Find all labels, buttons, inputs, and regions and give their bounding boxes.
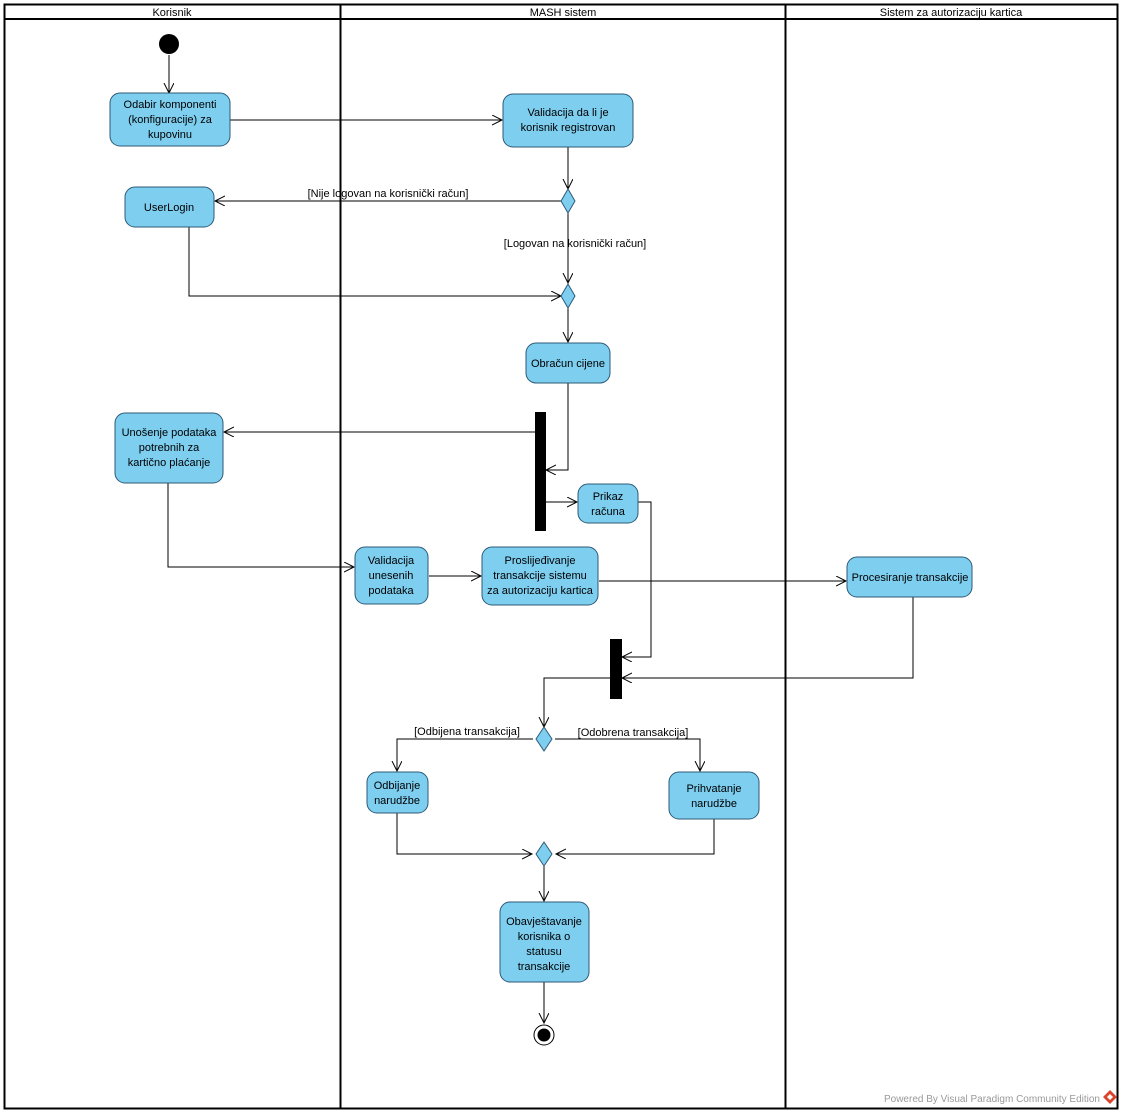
guard-odobrena: [Odobrena transakcija] [578, 727, 689, 739]
odabir-label-1: Odabir komponenti [124, 99, 217, 111]
obavjestavanje-label-3: statusu [526, 946, 561, 958]
unosenje-label-2: potrebnih za [139, 442, 200, 454]
odbijanje-label-1: Odbijanje [374, 780, 420, 792]
obavjestavanje-label-2: korisnika o [518, 931, 571, 943]
merge-narudzbe [535, 841, 553, 867]
flow-join-to-decision [544, 677, 610, 727]
procesiranje-label: Procesiranje transakcije [852, 572, 969, 584]
prihvatanje-label-2: narudžbe [691, 798, 737, 810]
flow-odbijanje-to-merge [396, 813, 532, 854]
flow-prikaz-to-join [622, 501, 652, 657]
decision-logovan [560, 188, 576, 214]
obavjestavanje-label-4: transakcije [518, 961, 571, 973]
action-unosenje-podataka [114, 412, 224, 484]
validacija-reg-label-2: korisnik registrovan [521, 122, 616, 134]
powered-by-text: Powered By Visual Paradigm Community Edi… [884, 1094, 1100, 1105]
merge-login [560, 283, 576, 309]
swimlanes: Korisnik MASH sistem Sistem za autorizac… [3, 3, 1119, 1110]
initial-node [159, 34, 179, 54]
validacija-reg-label-1: Validacija da li je [527, 107, 608, 119]
unosenje-label-3: kartično plaćanje [128, 457, 211, 469]
validacija-unos-label-2: unesenih [369, 570, 414, 582]
validacija-unos-label-1: Validacija [368, 555, 415, 567]
flow-decision-to-prihvatanje [555, 738, 700, 771]
lane-korisnik-label: Korisnik [152, 7, 192, 19]
fork-bar [535, 412, 546, 531]
obracun-label: Obračun cijene [531, 358, 605, 370]
join-bar [610, 639, 622, 699]
action-validacija-unesenih [354, 546, 429, 605]
action-odbijanje-narudzbe [366, 771, 429, 814]
action-odabir-komponenti [109, 92, 231, 147]
action-proslijedjivanje [481, 546, 599, 606]
flow-obracun-to-fork [546, 383, 569, 470]
odabir-label-2: (konfiguracije) za [128, 114, 213, 126]
flow-decision-to-odbijanje [397, 738, 533, 771]
final-node [533, 1024, 555, 1046]
proslijedjivanje-label-2: transakcije sistemu [493, 570, 587, 582]
guard-odbijena: [Odbijena transakcija] [414, 726, 520, 738]
flow-unosenje-to-validacija [167, 483, 354, 567]
action-procesiranje-transakcije [846, 556, 973, 598]
visual-paradigm-logo-icon [1103, 1090, 1117, 1104]
obavjestavanje-label-1: Obavještavanje [506, 916, 582, 928]
userlogin-label: UserLogin [144, 202, 194, 214]
action-obracun-cijene [525, 342, 611, 384]
action-prikaz-racuna [577, 483, 639, 524]
odabir-label-3: kupovinu [148, 129, 192, 141]
flow-procesiranje-to-join [622, 597, 914, 678]
action-userlogin [124, 186, 215, 228]
flow-prihvatanje-to-merge [556, 819, 715, 854]
flow-userlogin-to-merge [188, 227, 561, 296]
action-prihvatanje-narudzbe [668, 771, 760, 820]
proslijedjivanje-label-1: Proslijeđivanje [505, 555, 576, 567]
prikaz-label-1: Prikaz [593, 491, 624, 503]
prikaz-label-2: računa [591, 506, 626, 518]
prihvatanje-label-1: Prihvatanje [686, 783, 741, 795]
action-validacija-registracije [502, 93, 634, 148]
guard-nije-logovan: [Nije logovan na korisnički račun] [308, 188, 469, 200]
unosenje-label-1: Unošenje podataka [122, 427, 218, 439]
odbijanje-label-2: narudžbe [374, 795, 420, 807]
validacija-unos-label-3: podataka [368, 585, 414, 597]
lane-auth-label: Sistem za autorizaciju kartica [880, 7, 1023, 19]
control-flows [167, 55, 914, 1023]
action-obavjestavanje [499, 901, 590, 983]
guard-logovan: [Logovan na korisnički račun] [504, 238, 646, 250]
lane-mash-label: MASH sistem [530, 7, 597, 19]
decision-transakcija [535, 726, 553, 752]
proslijedjivanje-label-3: za autorizaciju kartica [487, 585, 594, 597]
